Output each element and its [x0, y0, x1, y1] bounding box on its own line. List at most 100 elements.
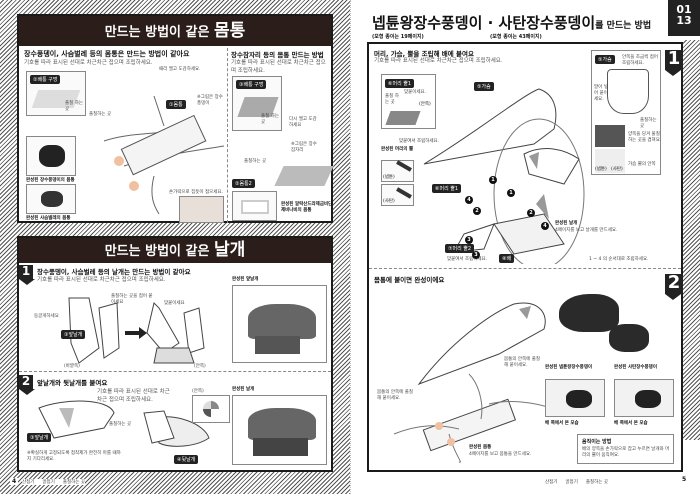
chest-label: ⑤가슴	[474, 82, 494, 91]
finger-note: 손가락으로 집듯이 접으세요.	[169, 190, 223, 195]
step-1-heading: 장수풍뎅이, 사슴벌레 등의 날개는 만드는 방법이 같아요	[37, 268, 191, 276]
front-wing-label: ③앞날개	[61, 330, 86, 339]
inset-label-satan: (사탄)	[611, 167, 623, 172]
order-note: 1 ~ 4 의 순서대로 조립하세요.	[589, 257, 649, 262]
wing-note: 4페이지를 보고 날개를 만드세요.	[555, 228, 618, 233]
right-edge-hatch	[683, 40, 700, 440]
subtitle-neptune: (모형 종이는 19페이지)	[372, 34, 424, 40]
belly-label: ⑧배	[499, 254, 515, 263]
order-from: 1	[589, 257, 592, 262]
tab-top: 01	[676, 3, 692, 16]
step-1-instruction: 기호를 따라 표시된 선대로 차근차근 접으며 조립하세요.	[374, 58, 503, 64]
inside-photo	[192, 395, 230, 423]
fold-note: 풀칠 하는 곳	[385, 94, 399, 105]
side-note: (안쪽)	[419, 102, 431, 107]
legend-glue: 풀칠하는 곳	[62, 480, 85, 485]
move-title: 움직이는 방법	[582, 439, 612, 445]
inset-pull-note: 양쪽을 당겨 풀칠하는 곳을 겹쳐요.	[628, 132, 662, 143]
step-marker-1b: 1	[507, 189, 515, 197]
chest-illustration	[607, 69, 649, 114]
beetle-assembly-diagram	[423, 88, 585, 264]
front-wing-caption: 완성된 앞날개	[232, 277, 259, 282]
dry-note: ※확실하게 고정되도록 접착제가 완전히 마를 때까지 기다리세요.	[27, 451, 121, 462]
final-assembly-diagram	[393, 302, 555, 463]
glue-note: 풀칠하는 곳	[89, 112, 112, 117]
head-horn2-label: ⑦머리 뿔2	[445, 244, 475, 253]
head-horn1-illustration	[385, 111, 421, 125]
step-marker-3b: 3	[472, 251, 480, 259]
right-pic-note: ※그림은 장수잠자리	[291, 142, 317, 153]
inset-glue-note: 풀칠하는 곳	[640, 118, 657, 129]
page-number-right: 5	[682, 476, 687, 483]
step-2-heading: 몸통에 붙이면 완성이에요	[374, 276, 445, 284]
horn-satan-photo: (사탄)	[381, 184, 414, 206]
finger-photo	[179, 196, 224, 223]
body-instruction: 기호를 따라 표시된 선대로 차근차근 접으며 조립하세요.	[24, 60, 153, 66]
neptune-view-caption: 배 쪽에서 본 모습	[545, 421, 579, 426]
neptune-underside-photo	[545, 379, 605, 417]
wing-panel: 만드는 방법이 같은 날개 1 장수풍뎅이, 사슴벌레 등의 날개는 만드는 방…	[17, 236, 333, 472]
legend-glue: 풀칠하는 곳	[585, 480, 608, 485]
satan-photo	[609, 324, 649, 352]
inset-chest-label: ⑤가슴	[595, 55, 615, 64]
column-divider	[227, 48, 228, 223]
title-suffix: 를 만드는 방법	[595, 21, 652, 31]
head-horn1-label-2: ⑥머리 뿔1	[432, 184, 462, 193]
glue-note: 맞붙이세요.	[404, 90, 427, 95]
step-marker-2b: 2	[527, 209, 535, 217]
glue-together-note: 맞붙이세요	[164, 301, 185, 306]
legend-mountain: 산접기	[22, 480, 35, 485]
legend-valley: 골접기	[565, 480, 578, 485]
tab-bottom: 13	[676, 14, 692, 27]
neptune-caption: 완성된 넵튠왕장수풍뎅이	[545, 365, 593, 370]
right-glue-note: 풀칠하는 곳	[244, 159, 267, 164]
right-page-title: 넵튠왕장수풍뎅이 · 사탄장수풍뎅이를 만드는 방법	[372, 12, 651, 33]
horn-label-satan: (사탄)	[383, 199, 395, 204]
step-1-heading: 머리, 가슴, 뿔을 조립해 배에 붙여요	[374, 50, 474, 58]
step-marker-1: 1	[489, 176, 497, 184]
assembly-panel: 1 머리, 가슴, 뿔을 조립해 배에 붙여요 기호를 따라 표시된 선대로 차…	[367, 42, 683, 472]
inside-label: (안쪽)	[194, 364, 206, 369]
step-marker-2: 2	[473, 207, 481, 215]
head-horn2-note: 맞붙여서 조립하세요.	[447, 257, 488, 262]
page-number-left: 4	[10, 478, 19, 485]
front-wing-photo	[232, 285, 327, 363]
inset-side-note: 말아 넣어 붙이세요.	[594, 85, 608, 102]
order-to: 4	[598, 257, 602, 262]
inside-label-2: (안쪽)	[192, 389, 204, 394]
wing-glue-note: 풀칠하는 곳	[109, 422, 132, 427]
title-emphasis: 날개	[213, 240, 246, 260]
arrow-right-icon	[125, 327, 147, 339]
step-divider	[369, 268, 681, 269]
step-marker-4: 4	[465, 196, 473, 204]
step-divider	[19, 371, 331, 372]
right-hole-inset: ③배통 구멍 풀칠 하는 곳	[232, 76, 282, 131]
title-main: 넵튠왕장수풍뎅이 · 사탄장수풍뎅이	[372, 14, 596, 32]
butterfly-caption: 완성된 알락산드라제금비단 제비나비의 몸통	[281, 202, 333, 213]
horn-neptune-photo: (넵튠)	[381, 160, 414, 182]
right-instruction: 기호를 따라 표시된 선대로 차근차근 접으며 조립하세요.	[231, 60, 326, 74]
neptune-photo	[559, 294, 619, 332]
title-prefix: 만드는 방법이 같은	[104, 25, 214, 40]
pic-note: ※그림은 장수풍뎅이	[197, 95, 223, 106]
wing-photo	[232, 395, 327, 465]
glue2-note: 맞붙여서 조립하세요.	[399, 139, 440, 144]
inset-note: 안쪽을 조금씩 접어 조립하세요.	[622, 55, 658, 66]
horn-inside-photo: (넵튠)(사탄)	[595, 149, 625, 173]
step-1-instruction: 기호를 따라 표시된 선대로 차근차근 접으며 조립하세요.	[37, 277, 166, 283]
body-label: ①몸통	[166, 100, 186, 109]
photo-rhino-body	[26, 136, 76, 176]
body-heading: 장수풍뎅이, 사슴벌레 등의 몸통은 만드는 방법이 같아요	[24, 50, 190, 58]
satan-caption: 완성된 사탄장수풍뎅이	[614, 365, 657, 370]
right-fold-note: 풀칠 하는 곳	[261, 114, 279, 125]
beetle-body-diagram	[103, 95, 225, 215]
photo-stag-body	[26, 184, 76, 214]
step-2-badge: 2	[19, 375, 35, 395]
wing-caption: 완성된 날개	[232, 387, 255, 392]
body-panel: 만드는 방법이 같은 몸통 장수풍뎅이, 사슴벌레 등의 몸통은 만드는 방법이…	[17, 14, 334, 223]
subtitle-satan: (모형 종이는 43페이지)	[490, 34, 542, 40]
step-2-badge: 2	[665, 274, 683, 300]
pull-photo	[595, 125, 625, 147]
horn-title: 완성된 머리의 뿔	[381, 147, 414, 152]
